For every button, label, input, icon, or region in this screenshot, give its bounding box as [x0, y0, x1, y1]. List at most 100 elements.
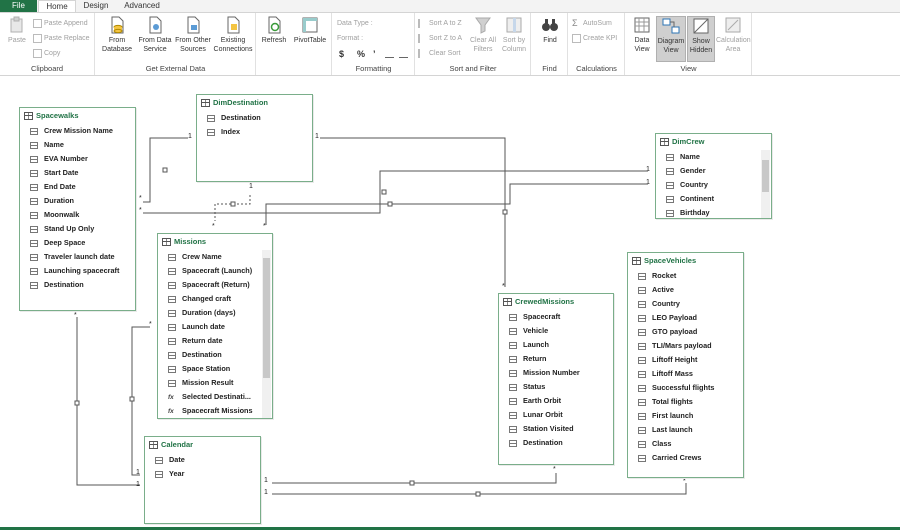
- field-row[interactable]: Station Visited: [499, 422, 613, 436]
- field-row[interactable]: Duration: [20, 194, 135, 208]
- field-row[interactable]: Launch date: [158, 320, 272, 334]
- field-row[interactable]: Name: [20, 138, 135, 152]
- paste-button[interactable]: Paste: [4, 16, 30, 45]
- tab-advanced[interactable]: Advanced: [124, 1, 160, 10]
- find-button[interactable]: Find: [535, 16, 565, 45]
- show-hidden-button[interactable]: Show Hidden: [687, 16, 715, 62]
- field-row[interactable]: Start Date: [20, 166, 135, 180]
- field-row[interactable]: Earth Orbit: [499, 394, 613, 408]
- field-row[interactable]: TLI/Mars payload: [628, 339, 743, 353]
- decrease-decimal-button[interactable]: [399, 47, 410, 61]
- copy-button[interactable]: Copy: [33, 47, 60, 61]
- paste-replace-button[interactable]: Paste Replace: [33, 32, 90, 46]
- percent-format-button[interactable]: %: [357, 49, 366, 59]
- calculation-area-button[interactable]: Calculation Area: [716, 16, 751, 54]
- existing-connections-button[interactable]: Existing Connections: [212, 16, 254, 54]
- field-row[interactable]: Space Station: [158, 362, 272, 376]
- currency-format-button[interactable]: $: [339, 49, 345, 59]
- field-row[interactable]: LEO Payload: [628, 311, 743, 325]
- clear-all-filters-button[interactable]: Clear All Filters: [468, 16, 498, 54]
- field-row[interactable]: Gender: [656, 164, 771, 178]
- field-row[interactable]: Return: [499, 352, 613, 366]
- format-dropdown[interactable]: Format :: [337, 35, 364, 42]
- field-row[interactable]: Continent: [656, 192, 771, 206]
- field-row[interactable]: Destination: [158, 348, 272, 362]
- field-row[interactable]: Return date: [158, 334, 272, 348]
- field-row[interactable]: Deep Space: [20, 236, 135, 250]
- field-row[interactable]: Successful flights: [628, 381, 743, 395]
- scrollbar-thumb[interactable]: [263, 258, 270, 378]
- field-row[interactable]: Spacecraft (Return): [158, 278, 272, 292]
- from-database-button[interactable]: From Database: [98, 16, 136, 54]
- field-row[interactable]: GTO payload: [628, 325, 743, 339]
- pivottable-button[interactable]: PivotTable: [291, 16, 329, 45]
- field-row[interactable]: Active: [628, 283, 743, 297]
- field-row[interactable]: Vehicle: [499, 324, 613, 338]
- field-row[interactable]: Spacecraft: [499, 310, 613, 324]
- field-row[interactable]: Launching spacecraft: [20, 264, 135, 278]
- field-row[interactable]: Launch: [499, 338, 613, 352]
- from-data-service-button[interactable]: From Data Service: [136, 16, 174, 54]
- diagram-canvas[interactable]: * * 1 1 1 1 1 * * * * * 1 1 1 1 * * Spac…: [0, 77, 900, 530]
- field-row[interactable]: Mission Result: [158, 376, 272, 390]
- field-row[interactable]: Stand Up Only: [20, 222, 135, 236]
- field-row[interactable]: Changed craft: [158, 292, 272, 306]
- sort-by-column-button[interactable]: Sort by Column: [498, 16, 530, 54]
- field-row[interactable]: Mission Number: [499, 366, 613, 380]
- field-row[interactable]: Date: [145, 453, 260, 467]
- field-row[interactable]: Country: [628, 297, 743, 311]
- field-row[interactable]: Carried Crews: [628, 451, 743, 465]
- field-row[interactable]: Status: [499, 380, 613, 394]
- diagram-view-button[interactable]: Diagram View: [656, 16, 686, 62]
- sort-z-to-a-button[interactable]: Sort Z to A: [418, 32, 462, 46]
- missions-scrollbar[interactable]: [262, 250, 271, 418]
- field-row[interactable]: Year: [145, 467, 260, 481]
- increase-decimal-button[interactable]: [385, 47, 396, 61]
- field-row[interactable]: Crew Mission Name: [20, 124, 135, 138]
- scrollbar-thumb[interactable]: [762, 160, 769, 192]
- clear-sort-button[interactable]: Clear Sort: [418, 47, 461, 61]
- field-row[interactable]: First launch: [628, 409, 743, 423]
- field-row[interactable]: Spacecraft (Launch): [158, 264, 272, 278]
- field-row[interactable]: Destination: [499, 436, 613, 450]
- field-row[interactable]: Liftoff Height: [628, 353, 743, 367]
- field-row[interactable]: Lunar Orbit: [499, 408, 613, 422]
- refresh-button[interactable]: Refresh: [259, 16, 289, 45]
- field-row[interactable]: Liftoff Mass: [628, 367, 743, 381]
- from-other-sources-button[interactable]: From Other Sources: [173, 16, 213, 54]
- field-row[interactable]: Moonwalk: [20, 208, 135, 222]
- field-row[interactable]: Destination: [197, 111, 312, 125]
- field-row[interactable]: Last launch: [628, 423, 743, 437]
- field-row[interactable]: End Date: [20, 180, 135, 194]
- field-row[interactable]: Duration (days): [158, 306, 272, 320]
- data-view-button[interactable]: Data View: [628, 16, 656, 54]
- tab-file[interactable]: File: [0, 0, 37, 12]
- paste-append-button[interactable]: Paste Append: [33, 17, 88, 31]
- field-row[interactable]: Crew Name: [158, 250, 272, 264]
- comma-format-button[interactable]: ’: [373, 49, 376, 59]
- field-row[interactable]: Country: [656, 178, 771, 192]
- data-type-dropdown[interactable]: Data Type :: [337, 20, 373, 27]
- sort-a-to-z-button[interactable]: Sort A to Z: [418, 17, 462, 31]
- field-row[interactable]: Rocket: [628, 269, 743, 283]
- dimcrew-scrollbar[interactable]: [761, 150, 770, 218]
- tab-home[interactable]: Home: [38, 0, 76, 13]
- field-row[interactable]: Birthday: [656, 206, 771, 218]
- create-kpi-button[interactable]: Create KPI: [572, 32, 617, 46]
- field-row[interactable]: EVA Number: [20, 152, 135, 166]
- field-row[interactable]: Total flights: [628, 395, 743, 409]
- field-row[interactable]: Name: [656, 150, 771, 164]
- field-row[interactable]: Class: [628, 437, 743, 451]
- tab-design[interactable]: Design: [83, 1, 109, 10]
- field-row[interactable]: Traveler launch date: [20, 250, 135, 264]
- field-row[interactable]: Index: [197, 125, 312, 139]
